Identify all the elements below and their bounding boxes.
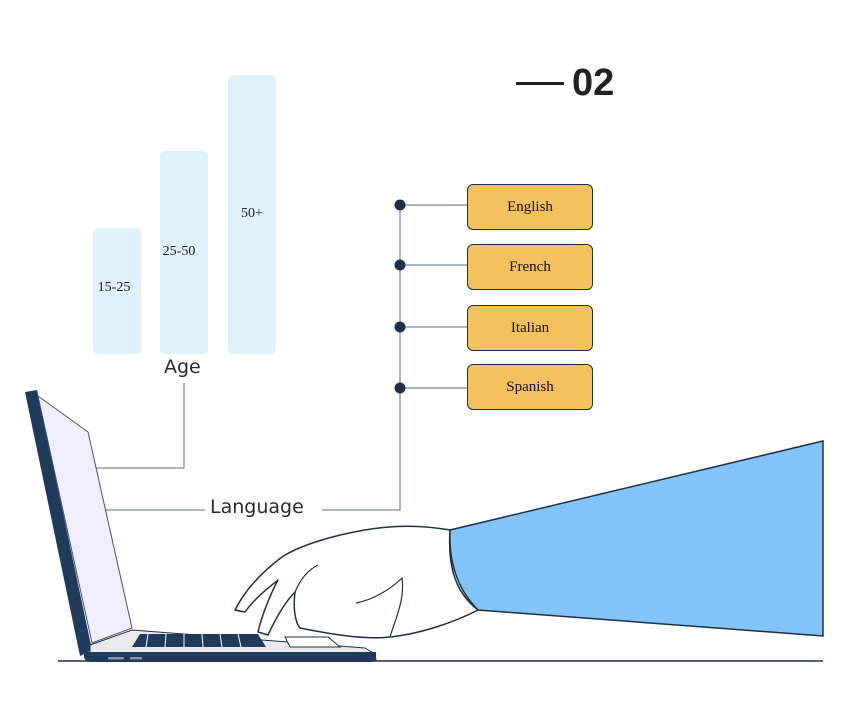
language-option-label: Spanish: [506, 378, 554, 395]
age-bar-25-50: [160, 151, 208, 354]
language-option-english: English: [467, 184, 593, 230]
language-caption: Language: [206, 496, 308, 518]
age-label: 25-50: [162, 244, 196, 259]
laptop-trackpad: [284, 636, 342, 648]
language-bracket: [394, 199, 467, 394]
laptop-keyboard: [132, 634, 266, 647]
language-option-spanish: Spanish: [467, 364, 593, 410]
step-number: 02: [572, 62, 615, 104]
laptop-bezel: [25, 390, 92, 656]
age-bar-15-25: [93, 228, 141, 354]
age-connector: [84, 383, 185, 469]
laptop-front-edge: [84, 652, 376, 662]
bracket-dot: [394, 259, 406, 271]
language-option-italian: Italian: [467, 305, 593, 351]
language-option-french: French: [467, 244, 593, 290]
hand-finger-line: [294, 564, 319, 593]
age-bar-50-plus: [228, 75, 276, 354]
language-option-label: French: [509, 258, 551, 275]
laptop: [25, 390, 377, 662]
bracket-dot: [394, 382, 406, 394]
language-option-label: Italian: [510, 319, 550, 336]
language-connector-right: [322, 205, 401, 511]
age-label: 15-25: [97, 280, 131, 295]
hand-thumb: [355, 576, 404, 638]
step-dash: [516, 81, 564, 85]
age-label: 50+: [241, 206, 263, 221]
bracket-dot: [394, 199, 406, 211]
sleeve: [449, 440, 824, 637]
step-indicator: 02: [516, 58, 614, 108]
language-option-label: English: [507, 198, 553, 215]
bracket-dot: [394, 321, 406, 333]
hand: [234, 525, 479, 639]
laptop-screen: [37, 394, 133, 644]
age-caption: Age: [160, 356, 205, 378]
